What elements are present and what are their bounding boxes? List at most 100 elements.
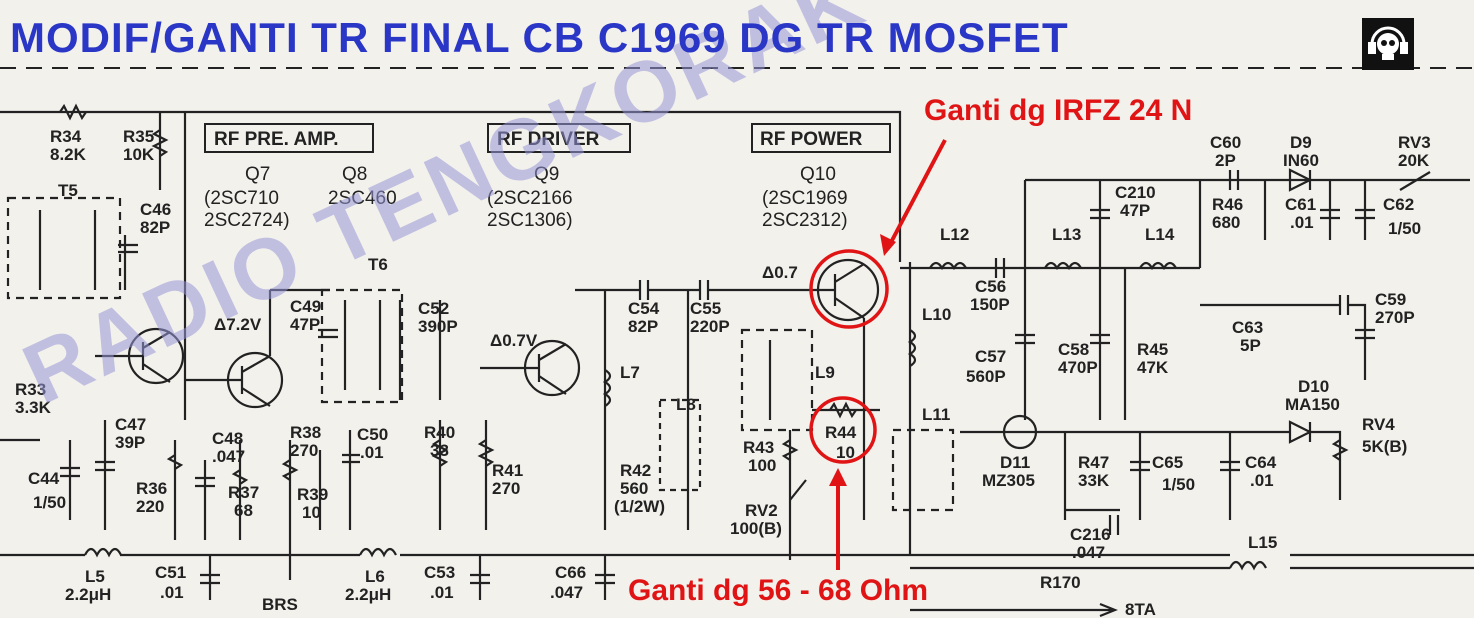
d11-ref: D11 xyxy=(1000,453,1030,472)
l5-val: 2.2μH xyxy=(65,585,111,604)
q9-ref: Q9 xyxy=(534,164,559,185)
l9-ref: L9 xyxy=(815,363,835,382)
c65-val: 1/50 xyxy=(1162,475,1195,494)
c49-val: 47P xyxy=(290,315,320,334)
voltage-q10: Δ0.7 xyxy=(762,263,798,282)
c62-ref: C62 xyxy=(1383,195,1414,214)
r36-val: 220 xyxy=(136,497,164,516)
c53-val: .01 xyxy=(430,583,454,602)
q10-type1: (2SC1969 xyxy=(762,188,848,209)
c58-ref: C58 xyxy=(1058,340,1089,359)
c52-ref: C52 xyxy=(418,299,449,318)
c54-val: 82P xyxy=(628,317,658,336)
r45-ref: R45 xyxy=(1137,340,1168,359)
r39-ref: R39 xyxy=(297,485,328,504)
r43-val: 100 xyxy=(748,456,776,475)
r36-ref: R36 xyxy=(136,479,167,498)
l6-ref: L6 xyxy=(365,567,385,586)
r46-val: 680 xyxy=(1212,213,1240,232)
c44-ref: C44 xyxy=(28,469,60,488)
note-replace-resistor: Ganti dg 56 - 68 Ohm xyxy=(628,574,929,607)
r34-ref: R34 xyxy=(50,127,82,146)
r35-ref: R35 xyxy=(123,127,154,146)
c63-val: 5P xyxy=(1240,336,1261,355)
c48-val: .047 xyxy=(212,447,245,466)
brs-label: BRS xyxy=(262,595,298,614)
c210-ref: C210 xyxy=(1115,183,1156,202)
c56-ref: C56 xyxy=(975,277,1006,296)
c210-val: 47P xyxy=(1120,201,1150,220)
c56-val: 150P xyxy=(970,295,1010,314)
d9-ref: D9 xyxy=(1290,133,1312,152)
c49-ref: C49 xyxy=(290,297,321,316)
r42-rating: (1/2W) xyxy=(614,497,665,516)
c63-ref: C63 xyxy=(1232,318,1263,337)
r44-val: 10 xyxy=(836,443,855,462)
q8-type1: 2SC460 xyxy=(328,188,397,209)
c216-val: .047 xyxy=(1072,543,1105,562)
c47-ref: C47 xyxy=(115,415,146,434)
d10-val: MA150 xyxy=(1285,395,1340,414)
r44-ref: R44 xyxy=(825,423,857,442)
q10-ref: Q10 xyxy=(800,164,836,185)
c61-ref: C61 xyxy=(1285,195,1316,214)
c64-ref: C64 xyxy=(1245,453,1277,472)
r33-val: 3.3K xyxy=(15,398,52,417)
r43-ref: R43 xyxy=(743,438,774,457)
c47-val: 39P xyxy=(115,433,145,452)
c46-val: 82P xyxy=(140,218,170,237)
l12-ref: L12 xyxy=(940,225,969,244)
c59-ref: C59 xyxy=(1375,290,1406,309)
c48-ref: C48 xyxy=(212,429,243,448)
l5-ref: L5 xyxy=(85,567,105,586)
q7-type1: (2SC710 xyxy=(204,188,279,209)
r34-val: 8.2K xyxy=(50,145,87,164)
c51-val: .01 xyxy=(160,583,184,602)
c216-ref: C216 xyxy=(1070,525,1111,544)
c66-val: .047 xyxy=(550,583,583,602)
c52-val: 390P xyxy=(418,317,458,336)
c60-val: 2P xyxy=(1215,151,1236,170)
q7-type2: 2SC2724) xyxy=(204,210,290,231)
c44-val: 1/50 xyxy=(33,493,66,512)
d10-ref: D10 xyxy=(1298,377,1329,396)
c57-ref: C57 xyxy=(975,347,1006,366)
section-rf-power: RF POWER xyxy=(760,129,863,150)
r33-ref: R33 xyxy=(15,380,46,399)
l11-ref: L11 xyxy=(922,405,950,424)
r40-val: 33 xyxy=(430,441,449,460)
l8-ref: L8 xyxy=(676,395,696,414)
rv3-ref: RV3 xyxy=(1398,133,1431,152)
l13-ref: L13 xyxy=(1052,225,1081,244)
c55-val: 220P xyxy=(690,317,730,336)
c50-ref: C50 xyxy=(357,425,388,444)
c50-val: .01 xyxy=(360,443,384,462)
section-rf-driver: RF DRIVER xyxy=(497,129,600,150)
rv2-val: 100(B) xyxy=(730,519,782,538)
d11-val: MZ305 xyxy=(982,471,1035,490)
r38-ref: R38 xyxy=(290,423,321,442)
c61-val: .01 xyxy=(1290,213,1314,232)
voltage-q9: Δ0.7V xyxy=(490,331,538,350)
rv4-val: 5K(B) xyxy=(1362,437,1407,456)
r42-val: 560 xyxy=(620,479,648,498)
l15-ref: L15 xyxy=(1248,533,1277,552)
r37-val: 68 xyxy=(234,501,253,520)
section-rf-pre-amp: RF PRE. AMP. xyxy=(214,129,339,150)
c53-ref: C53 xyxy=(424,563,455,582)
skull-headphones-icon xyxy=(1362,18,1414,70)
rv4-ref: RV4 xyxy=(1362,415,1395,434)
l7-ref: L7 xyxy=(620,363,640,382)
bta-label: 8TA xyxy=(1125,600,1156,618)
c46-ref: C46 xyxy=(140,200,171,219)
c62-val: 1/50 xyxy=(1388,219,1421,238)
c58-val: 470P xyxy=(1058,358,1098,377)
r47-ref: R47 xyxy=(1078,453,1109,472)
page-title: MODIF/GANTI TR FINAL CB C1969 DG TR MOSF… xyxy=(10,14,1069,61)
c65-ref: C65 xyxy=(1152,453,1183,472)
r38-val: 270 xyxy=(290,441,318,460)
r45-val: 47K xyxy=(1137,358,1169,377)
l14-ref: L14 xyxy=(1145,225,1175,244)
